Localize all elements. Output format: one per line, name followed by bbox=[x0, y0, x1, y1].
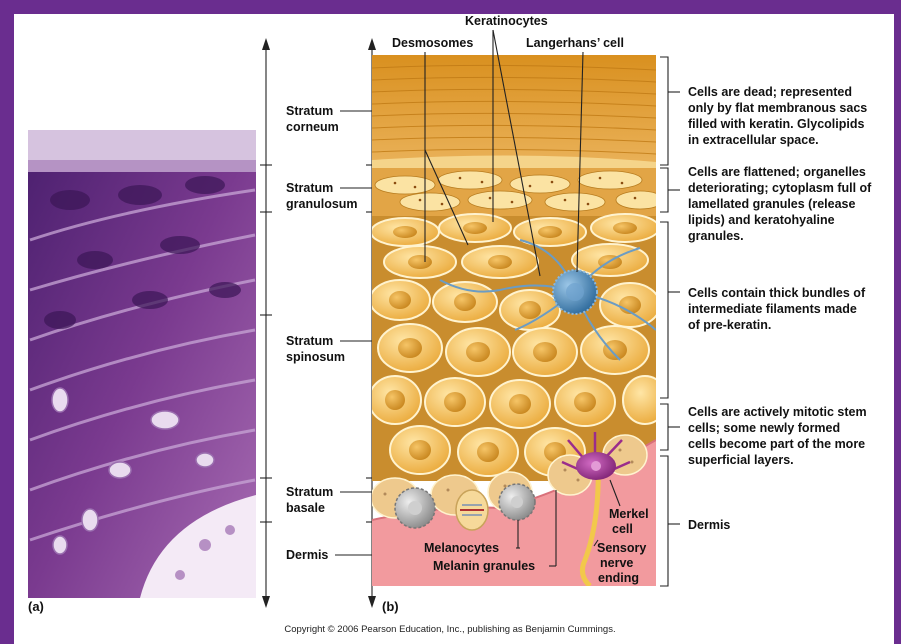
callout-keratinocytes: Keratinocytes bbox=[465, 14, 548, 28]
layer-label-basale: Stratum basale bbox=[286, 485, 372, 515]
svg-text:corneum: corneum bbox=[286, 120, 339, 134]
svg-text:cells; some newly formed: cells; some newly formed bbox=[688, 421, 840, 435]
svg-text:Stratum: Stratum bbox=[286, 104, 333, 118]
svg-text:intermediate filaments made: intermediate filaments made bbox=[688, 302, 857, 316]
svg-text:Cells are actively mitotic ste: Cells are actively mitotic stem bbox=[688, 405, 867, 419]
svg-text:ending: ending bbox=[598, 571, 639, 585]
langerhans-cell bbox=[553, 270, 597, 314]
svg-text:nerve: nerve bbox=[600, 556, 633, 570]
svg-text:granules.: granules. bbox=[688, 229, 744, 243]
svg-text:deteriorating; cytoplasm full: deteriorating; cytoplasm full of bbox=[688, 181, 872, 195]
desc-dermis: Dermis bbox=[688, 518, 730, 532]
desc-granulosum: Cells are flattened; organelles deterior… bbox=[688, 165, 872, 243]
desc-spinosum: Cells contain thick bundles of intermedi… bbox=[688, 286, 866, 332]
melanocyte-left bbox=[395, 488, 435, 528]
svg-text:lamellated granules (release: lamellated granules (release bbox=[688, 197, 855, 211]
svg-text:cells become part of the more: cells become part of the more bbox=[688, 437, 865, 451]
svg-text:Cells contain thick bundles of: Cells contain thick bundles of bbox=[688, 286, 866, 300]
svg-text:Merkel: Merkel bbox=[609, 507, 649, 521]
layer-label-spinosum: Stratum spinosum bbox=[286, 334, 372, 364]
svg-text:cell: cell bbox=[612, 522, 633, 536]
layer-label-granulosum: Stratum granulosum bbox=[286, 181, 372, 211]
callout-desmosomes: Desmosomes bbox=[392, 36, 473, 50]
panel-a-label: (a) bbox=[28, 599, 44, 614]
panel-b-label: (b) bbox=[382, 599, 399, 614]
desc-basale: Cells are actively mitotic stem cells; s… bbox=[688, 405, 867, 467]
svg-text:Melanin granules: Melanin granules bbox=[433, 559, 535, 573]
dividing-cell bbox=[456, 490, 488, 530]
melanocyte-right bbox=[499, 484, 535, 520]
svg-text:of pre-keratin.: of pre-keratin. bbox=[688, 318, 771, 332]
right-brackets bbox=[660, 57, 680, 586]
svg-text:lipids) and keratohyaline: lipids) and keratohyaline bbox=[688, 213, 835, 227]
svg-text:only by flat membranous sacs: only by flat membranous sacs bbox=[688, 101, 867, 115]
svg-text:Sensory: Sensory bbox=[597, 541, 646, 555]
svg-text:Cells are flattened; organelle: Cells are flattened; organelles bbox=[688, 165, 866, 179]
svg-text:Melanocytes: Melanocytes bbox=[424, 541, 499, 555]
callout-langerhans: Langerhans’ cell bbox=[526, 36, 624, 50]
copyright-notice: Copyright © 2006 Pearson Education, Inc.… bbox=[284, 624, 615, 635]
svg-text:granulosum: granulosum bbox=[286, 197, 358, 211]
svg-text:Stratum: Stratum bbox=[286, 181, 333, 195]
layer-label-corneum: Stratum corneum bbox=[286, 104, 372, 134]
svg-text:basale: basale bbox=[286, 501, 325, 515]
svg-text:Stratum: Stratum bbox=[286, 485, 333, 499]
histology-micrograph bbox=[28, 130, 256, 598]
svg-text:Cells are dead; represented: Cells are dead; represented bbox=[688, 85, 852, 99]
svg-text:in extracellular space.: in extracellular space. bbox=[688, 133, 819, 147]
svg-text:filled with keratin. Glycolipi: filled with keratin. Glycolipids bbox=[688, 117, 864, 131]
svg-text:Dermis: Dermis bbox=[286, 548, 328, 562]
desc-corneum: Cells are dead; represented only by flat… bbox=[688, 85, 867, 147]
svg-text:superficial layers.: superficial layers. bbox=[688, 453, 794, 467]
svg-text:spinosum: spinosum bbox=[286, 350, 345, 364]
svg-text:Stratum: Stratum bbox=[286, 334, 333, 348]
layer-label-dermis: Dermis bbox=[286, 548, 372, 562]
